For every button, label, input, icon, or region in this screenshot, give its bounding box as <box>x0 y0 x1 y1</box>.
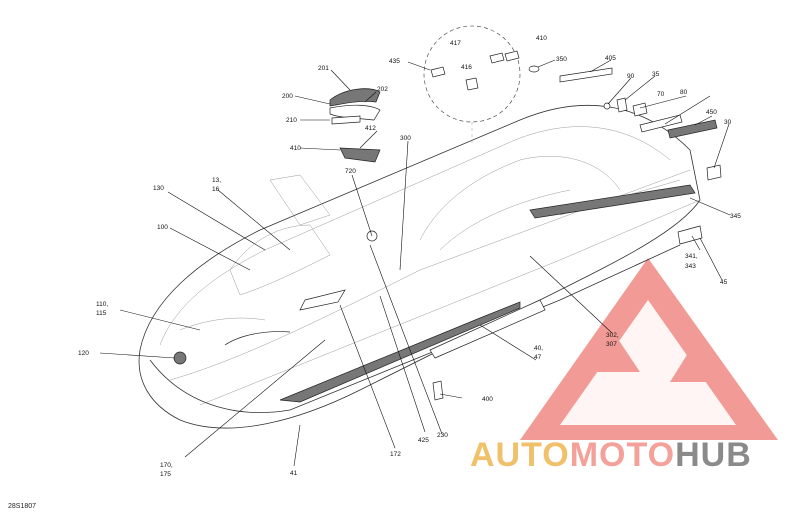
callout-16: 16 <box>212 186 220 193</box>
callout-47: 47 <box>534 354 542 361</box>
side-stripe-decal <box>279 301 521 403</box>
decal-435 <box>430 66 446 78</box>
callout-405: 405 <box>605 55 616 62</box>
callout-201: 201 <box>318 65 329 72</box>
watermark-text-part1: AUTO <box>470 436 570 474</box>
hood-decal <box>299 289 346 311</box>
callout-416: 416 <box>461 64 472 71</box>
callout-41: 41 <box>290 470 298 477</box>
callout-417: 417 <box>450 40 461 47</box>
callout-435: 435 <box>389 58 400 65</box>
callout-450: 450 <box>706 109 717 116</box>
watermark-text-part2: MOTO <box>569 436 676 474</box>
callout-350: 350 <box>556 56 567 63</box>
callout-341: 341, <box>685 253 698 260</box>
callout-230: 230 <box>437 432 448 439</box>
callout-120: 120 <box>78 350 89 357</box>
callout-30: 30 <box>724 119 732 126</box>
decal-350 <box>528 65 540 73</box>
decal-410-right <box>504 50 520 62</box>
callout-307: 307 <box>606 341 617 348</box>
decal-416 <box>465 77 479 91</box>
callout-labels: 201 200 202 210 410 412 300 720 435 417 … <box>78 35 741 478</box>
decal-70 <box>632 102 648 117</box>
callout-410-left: 410 <box>290 145 301 152</box>
front-emblem-decal <box>173 351 187 365</box>
detail-circle <box>423 25 521 145</box>
decal-410-left <box>339 147 381 163</box>
callout-70: 70 <box>657 91 665 98</box>
callout-343: 343 <box>685 263 696 270</box>
callout-100: 100 <box>157 224 168 231</box>
callout-40: 40, <box>534 345 543 352</box>
decal-30 <box>706 164 722 181</box>
watermark-text: AUTOMOTOHUB <box>470 436 800 474</box>
callout-35: 35 <box>652 71 660 78</box>
callout-90: 90 <box>627 73 635 80</box>
decal-90 <box>603 102 611 110</box>
callout-412: 412 <box>365 125 376 132</box>
decal-417 <box>489 52 505 64</box>
figure-id: 28S1807 <box>8 503 37 510</box>
exploded-decals <box>329 65 722 181</box>
decal-210 <box>331 115 361 125</box>
watercraft-hull <box>138 104 701 429</box>
callout-110: 110, <box>96 301 108 308</box>
side-logo-decal <box>429 299 546 359</box>
callout-202: 202 <box>377 86 388 93</box>
callout-345: 345 <box>730 213 741 220</box>
callout-200: 200 <box>282 93 293 100</box>
callout-400: 400 <box>482 396 493 403</box>
callout-45: 45 <box>720 279 728 286</box>
front-logo-decal <box>224 331 291 346</box>
callout-80: 80 <box>680 89 688 96</box>
callout-115: 115 <box>96 310 107 317</box>
watermark-text-part3: HUB <box>675 436 752 474</box>
decal-80 <box>639 114 683 133</box>
decal-200 <box>329 104 381 121</box>
callout-425: 425 <box>418 437 429 444</box>
callout-300: 300 <box>400 135 411 142</box>
rear-side-decal <box>677 225 703 245</box>
callout-302: 302, <box>606 332 619 339</box>
callout-720: 720 <box>345 168 356 175</box>
leader-lines <box>99 59 731 467</box>
callout-210: 210 <box>286 117 297 124</box>
decal-35 <box>616 97 628 113</box>
callout-170: 170, <box>160 462 173 469</box>
callout-175: 175 <box>160 471 171 478</box>
callout-172: 172 <box>390 451 401 458</box>
callout-13: 13, <box>212 177 221 184</box>
upper-stripe-decal <box>529 184 696 219</box>
decal-201 <box>329 88 381 107</box>
watermark-logo <box>520 258 778 440</box>
decal-450 <box>667 119 718 139</box>
callout-410-right: 410 <box>536 35 547 42</box>
decal-405 <box>559 67 613 83</box>
callout-130: 130 <box>153 185 164 192</box>
tag-decal <box>432 380 444 401</box>
